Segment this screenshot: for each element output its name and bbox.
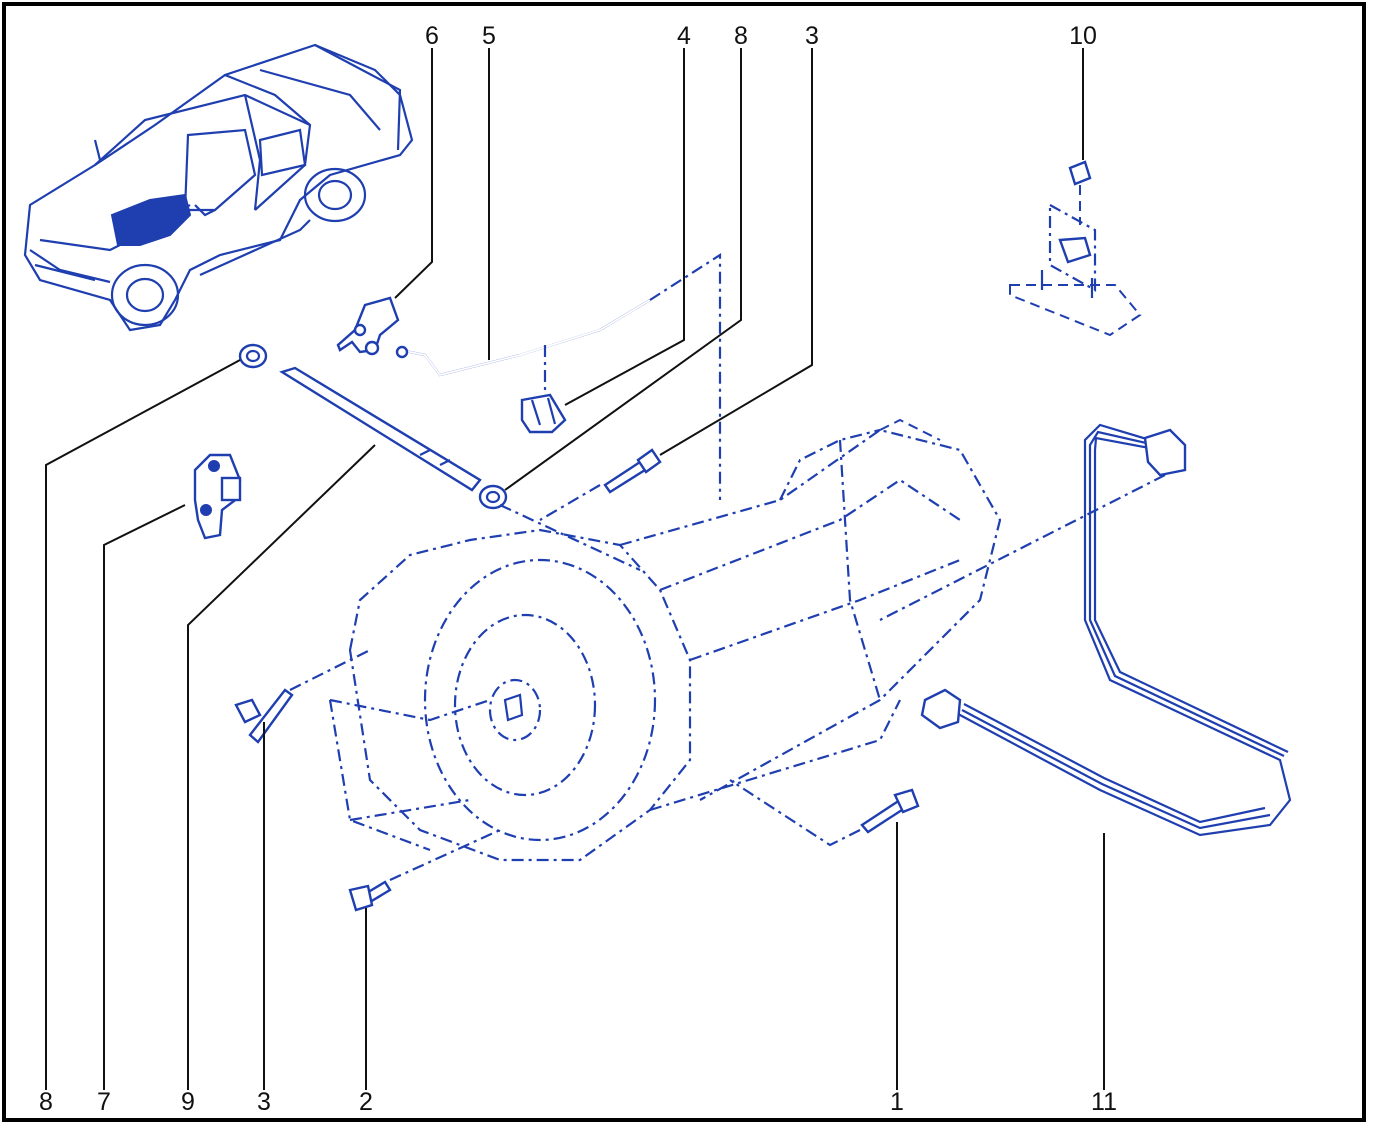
callout-top-4: 4: [677, 22, 691, 50]
callout-bottom-7: 7: [97, 1088, 111, 1116]
assembly-line-8: [499, 504, 641, 571]
assembly-line-1: [729, 779, 861, 847]
callout-bottom-1: 1: [890, 1088, 904, 1116]
part-2-bolt: [348, 880, 392, 912]
part-9-shaft: [279, 366, 482, 492]
leader-dash-11: [879, 474, 1166, 621]
part-8-washer-left: [238, 343, 268, 369]
callout-top-10: 10: [1069, 22, 1097, 50]
leader-lines: [45, 48, 1105, 1090]
callout-bottom-11: 11: [1091, 1088, 1117, 1116]
part-7-sensor: [193, 453, 242, 540]
part-8-washer-right: [478, 484, 508, 510]
assembly-line-3-left: [289, 649, 371, 691]
part-1-bolt: [860, 788, 920, 834]
callout-top-3: 3: [805, 22, 819, 50]
part-5-rod: [395, 299, 651, 377]
part-3-bolt-top: [603, 448, 662, 494]
callout-bottom-2: 2: [359, 1088, 373, 1116]
transmission-highlight: [110, 193, 192, 246]
callout-top-8: 8: [734, 22, 748, 50]
callout-top-6: 6: [425, 22, 439, 50]
part-4-clip: [520, 393, 567, 434]
part-3-bolt-left: [234, 688, 294, 744]
callout-bottom-9: 9: [181, 1088, 195, 1116]
callout-top-5: 5: [482, 22, 496, 50]
callout-bottom-3: 3: [257, 1088, 271, 1116]
assembly-line-3-top: [539, 484, 601, 521]
part-11-harness: [920, 423, 1292, 837]
part-10-bracket: [1009, 160, 1142, 337]
vehicle-locator-illustration: [23, 43, 414, 332]
border: [2, 2, 1366, 1122]
part-6-shift-lever: [336, 296, 400, 356]
assembly-line-2: [389, 828, 501, 882]
leader-dash-5: [649, 252, 722, 500]
callout-bottom-8: 8: [39, 1088, 53, 1116]
transmission-outline: [328, 418, 1002, 862]
